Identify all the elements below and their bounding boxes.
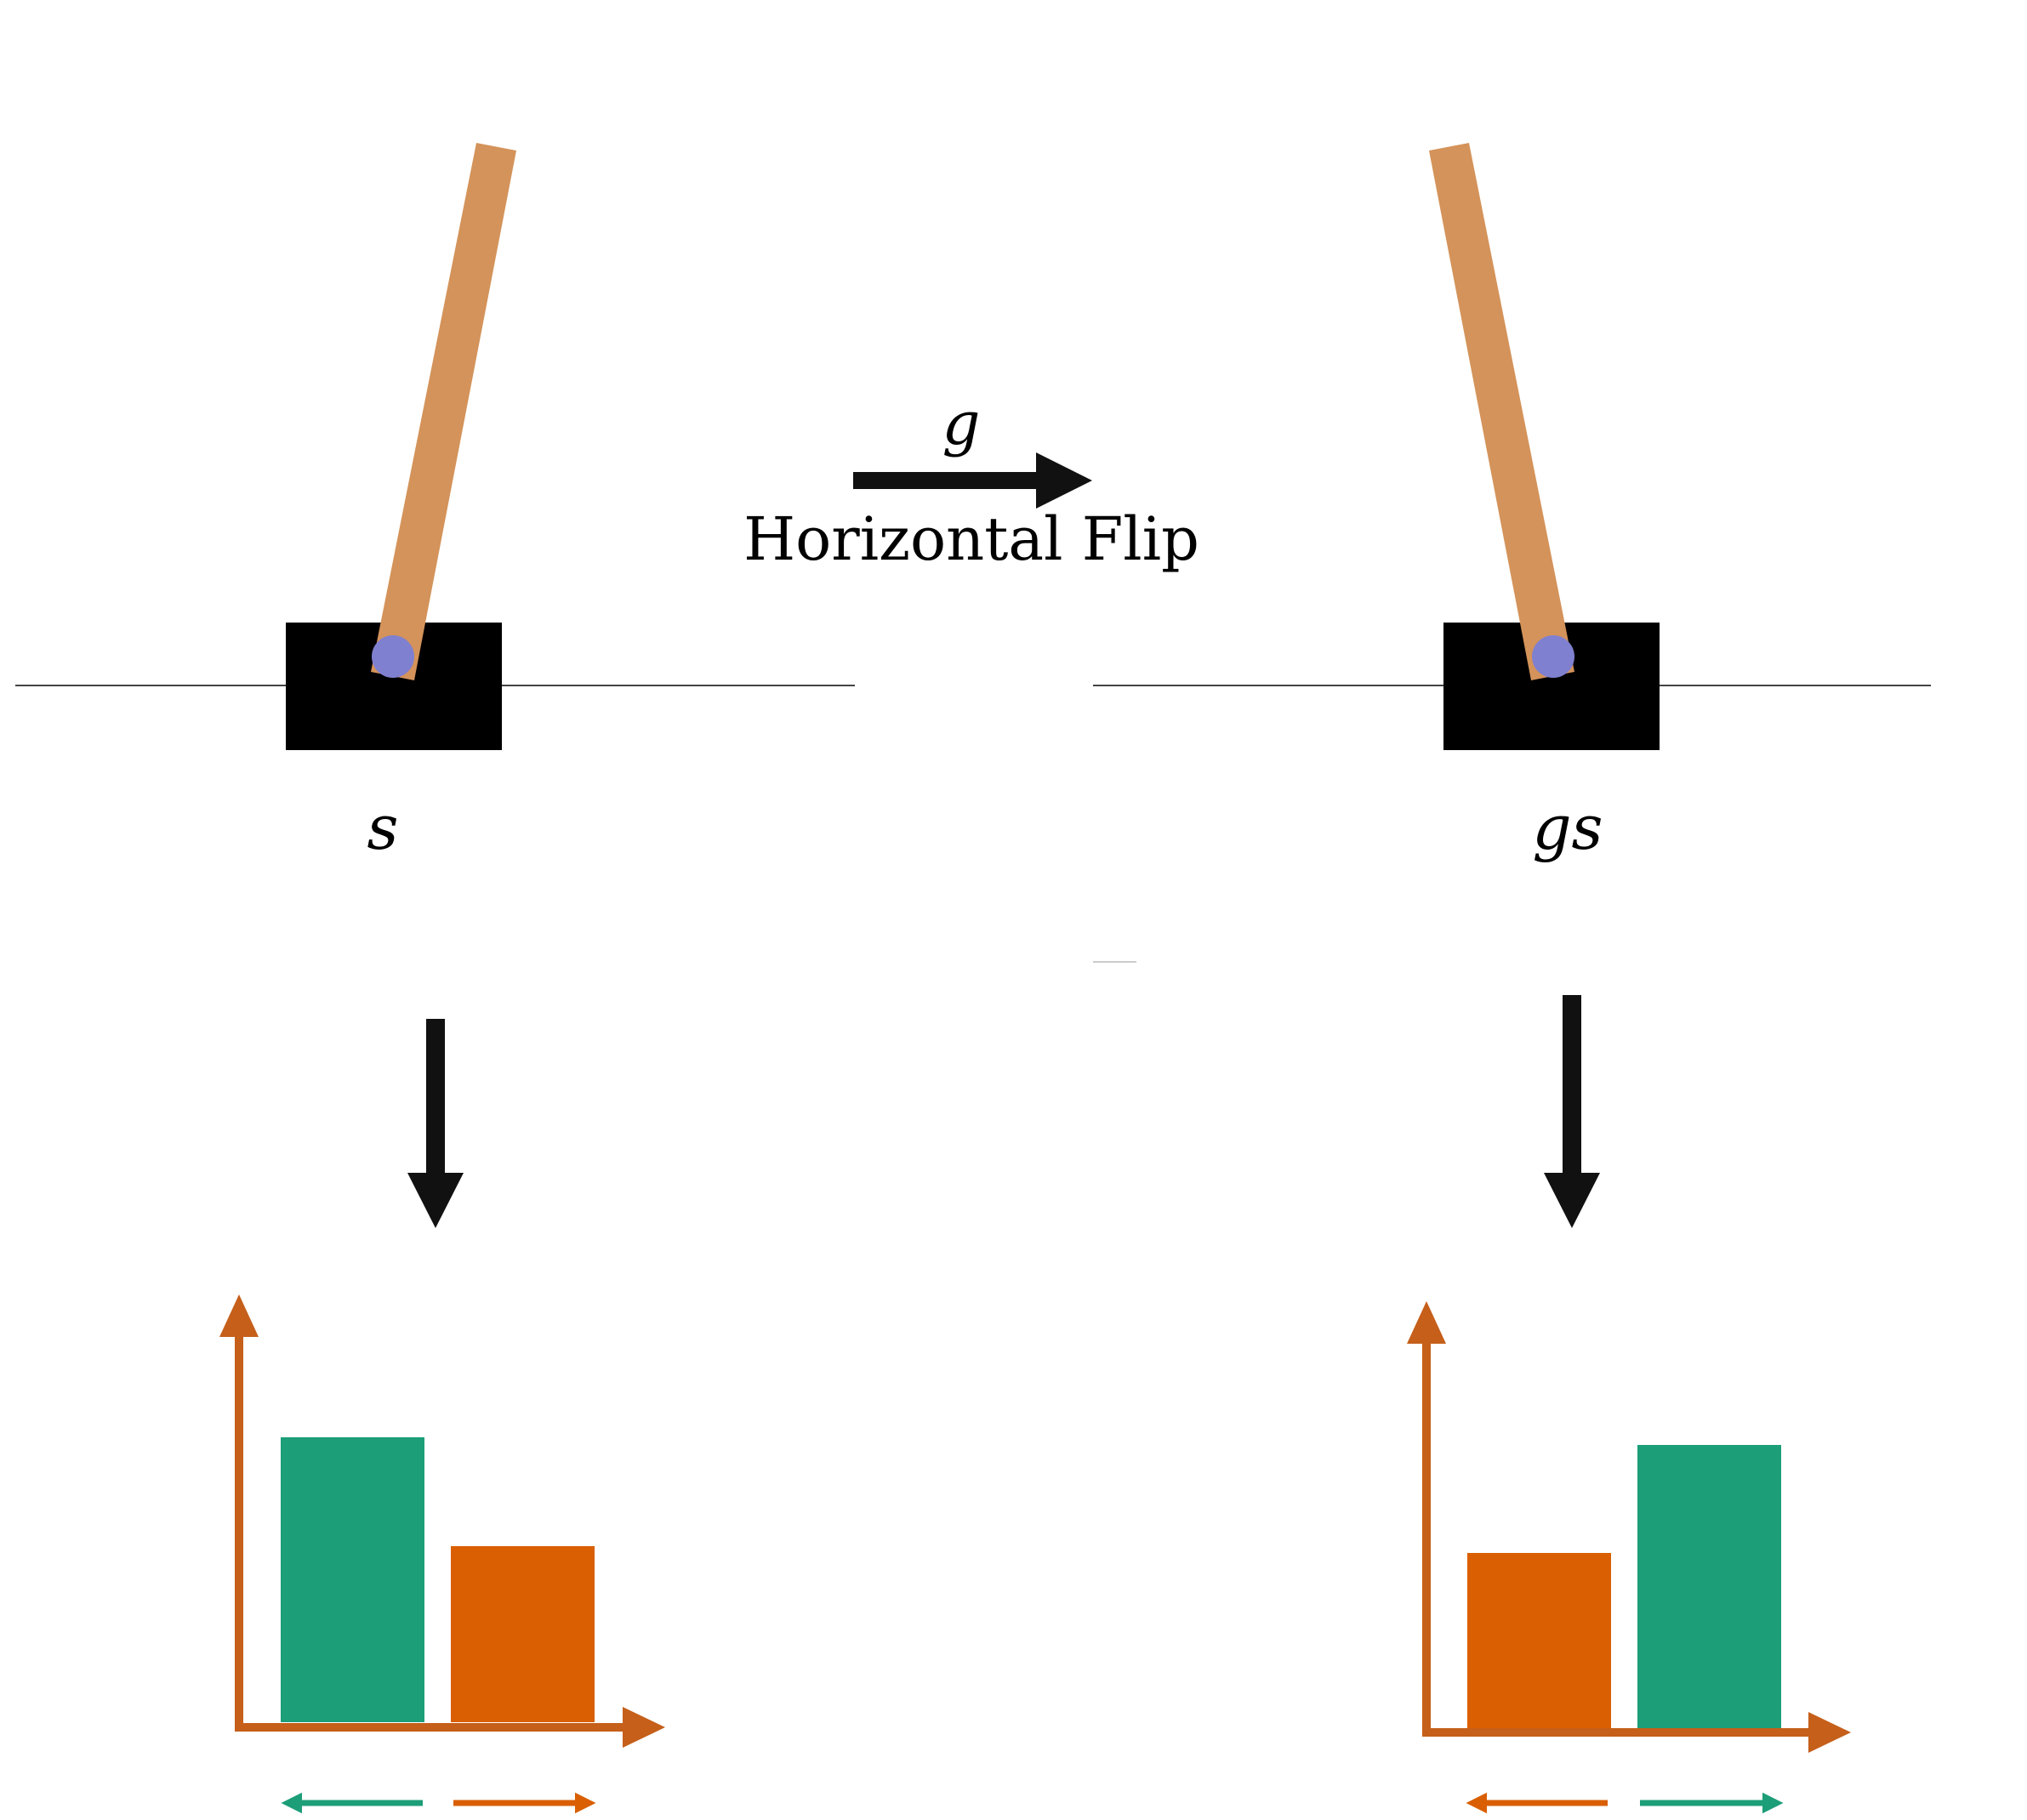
y-axis-right [1422, 1337, 1431, 1737]
y-axis-arrowhead-right [1407, 1301, 1446, 1344]
transform-arrow [853, 452, 1092, 509]
bar-right-action-orange [451, 1546, 595, 1722]
x-axis-arrowhead-right [1808, 1712, 1851, 1753]
down-arrow-right [1544, 995, 1600, 1228]
x-axis-right [1422, 1728, 1813, 1737]
transform-arrow-head [1036, 452, 1092, 509]
down-arrow-left [407, 1019, 464, 1228]
transform-name: Horizontal Flip [743, 504, 1199, 574]
bar-left-action-orange [1467, 1553, 1611, 1728]
joint-left [372, 635, 414, 678]
y-axis-left [235, 1330, 243, 1730]
pole-left [371, 143, 516, 680]
x-axis-left [235, 1723, 626, 1732]
y-axis-arrowhead-left [219, 1294, 259, 1337]
bar-left-action-green [281, 1437, 424, 1722]
state-label-s: s [367, 792, 399, 863]
state-label-gs: gs [1532, 792, 1603, 863]
x-axis-arrowhead-left [623, 1707, 665, 1748]
bar-right-action-green [1637, 1445, 1781, 1728]
pole-right [1429, 143, 1574, 680]
action-distribution-right [1407, 1301, 1851, 1814]
cartpole-flipped [1093, 143, 1931, 750]
transform-arrow-shaft [853, 472, 1049, 489]
cartpole-original [15, 143, 855, 750]
action-distribution-left [219, 1294, 665, 1814]
transform-symbol: g [942, 389, 981, 458]
joint-right [1532, 635, 1574, 678]
